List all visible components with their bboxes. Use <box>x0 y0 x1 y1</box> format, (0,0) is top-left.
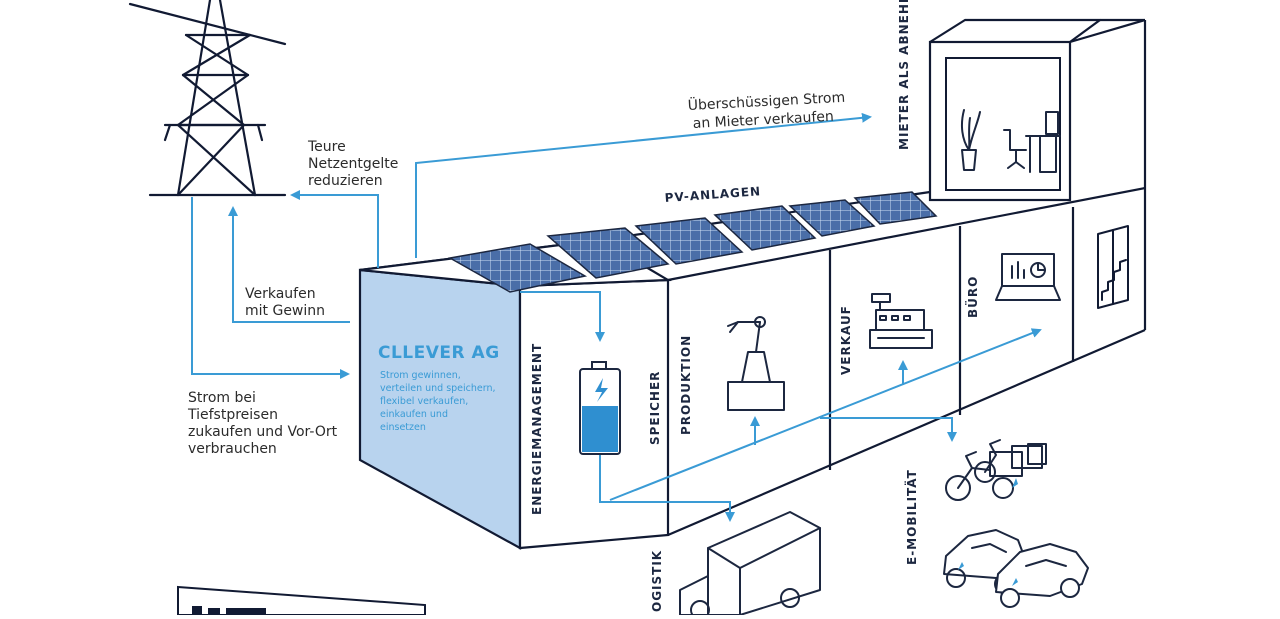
solar-panel-row <box>447 191 938 293</box>
arrow-pv-storage <box>520 291 605 342</box>
buy-label-1: Strom bei <box>188 390 256 406</box>
flow-arrows <box>191 112 1042 522</box>
company-name: CLLEVER AG <box>378 343 500 363</box>
company-desc-3: flexibel verkaufen, <box>380 396 468 407</box>
cargo-bike-icon <box>945 439 1047 501</box>
arrow-storage-logistics <box>599 452 735 522</box>
arrow-sell-profit <box>228 206 350 323</box>
partial-sign <box>177 585 426 616</box>
arrow-storage-office <box>609 328 1042 501</box>
office-chair-icon <box>1003 129 1027 169</box>
battery-icon <box>579 361 621 455</box>
pv-label: PV-ANLAGEN <box>664 184 761 205</box>
company-desc-1: Strom gewinnen, <box>380 370 461 381</box>
laptop-chart-icon <box>995 253 1061 301</box>
delivery-truck-icon <box>679 511 821 619</box>
company-desc-5: einsetzen <box>380 422 426 433</box>
storage-label: SPEICHER <box>648 371 662 445</box>
company-desc-4: einkaufen und <box>380 409 448 420</box>
arrow-to-emobility <box>820 417 957 442</box>
buy-label-2: Tiefstpreisen <box>187 407 278 423</box>
staircase-icon <box>1097 225 1129 309</box>
solar-panel-icon <box>788 199 876 237</box>
arrow-sell-tenants <box>415 112 872 258</box>
emobility-label: E-MOBILITÄT <box>904 469 919 565</box>
energy-mgmt-label: ENERGIEMANAGEMENT <box>530 343 544 515</box>
solar-panel-icon <box>634 217 744 265</box>
company-desc-2: verteilen und speichern, <box>380 383 496 394</box>
buy-label-4: verbrauchen <box>188 441 277 457</box>
sell-label-2: mit Gewinn <box>245 303 325 319</box>
cash-register-icon <box>869 293 933 349</box>
desk-icon <box>1025 111 1061 173</box>
surplus-label-2: an Mieter verkaufen <box>692 109 834 132</box>
sales-label: VERKAUF <box>839 305 853 375</box>
electric-car-icon <box>995 543 1089 608</box>
production-label: PRODUKTION <box>679 335 693 435</box>
robot-arm-icon <box>727 316 785 411</box>
solar-panel-icon <box>713 205 817 251</box>
solar-panel-icon <box>853 191 938 225</box>
labels: PV-ANLAGEN MIETER ALS ABNEHM Überschüssi… <box>187 0 980 612</box>
sell-label-1: Verkaufen <box>245 286 316 302</box>
fees-label-2: Netzentgelte <box>308 156 398 172</box>
buy-label-3: zukaufen und Vor-Ort <box>188 424 338 440</box>
arrow-reduce-fees <box>290 190 379 268</box>
solar-panel-icon <box>546 227 670 279</box>
office-label: BÜRO <box>965 276 980 318</box>
tenant-label: MIETER ALS ABNEHM <box>897 0 911 150</box>
arrow-buy-cheap <box>191 197 350 379</box>
fees-label-1: Teure <box>307 139 346 155</box>
fees-label-3: reduzieren <box>308 173 383 189</box>
solar-panel-icon <box>447 243 588 293</box>
logistics-label: OGISTIK <box>650 550 664 612</box>
power-pylon-icon <box>128 0 287 197</box>
plant-icon <box>960 109 981 171</box>
